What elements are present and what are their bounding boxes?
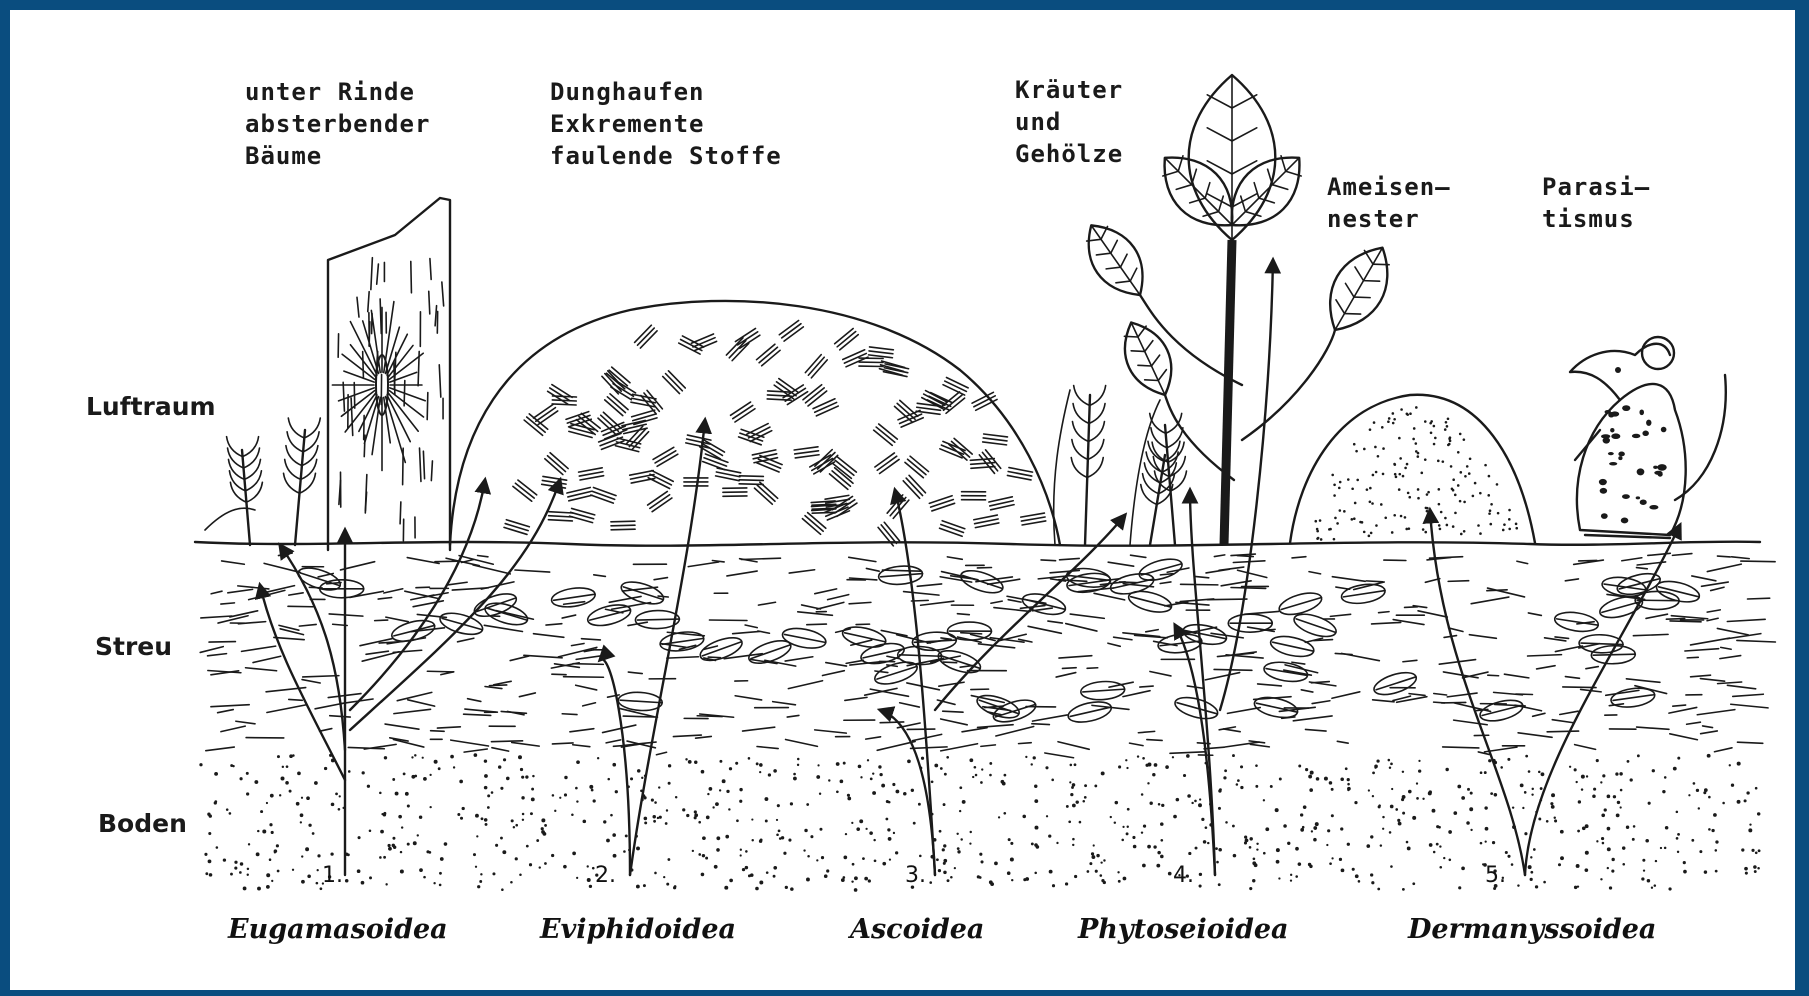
- taxon-name-2: Eviphidoidea: [539, 914, 736, 945]
- zone-label-air: Luftraum: [86, 392, 216, 421]
- taxon-number-1: 1.: [322, 863, 343, 888]
- caption-plants: Kräuter und Gehölze: [1015, 76, 1139, 168]
- taxon-group-4: 4. Phytoseioidea: [1077, 863, 1289, 945]
- ground-surface-line: [195, 542, 1760, 546]
- taxon-group-1: 1. Eugamasoidea: [227, 863, 448, 945]
- taxon-name-1: Eugamasoidea: [227, 914, 448, 945]
- caption-bark: unter Rinde absterbender Bäume: [245, 78, 446, 170]
- ant-nest: [1290, 395, 1535, 543]
- taxon-group-3: 3. Ascoidea: [847, 863, 984, 945]
- taxon-name-3: Ascoidea: [847, 914, 984, 945]
- dispersal-arrows: [260, 260, 1680, 875]
- diagram-frame: unter Rinde absterbender Bäume Dunghaufe…: [10, 10, 1795, 990]
- taxon-name-5: Dermanyssoidea: [1407, 914, 1656, 945]
- habitat-diagram: unter Rinde absterbender Bäume Dunghaufe…: [10, 10, 1795, 990]
- taxon-number-5: 5.: [1485, 863, 1506, 888]
- taxon-number-3: 3.: [905, 863, 926, 888]
- litter-layer: [200, 553, 1775, 758]
- mouse-host: [1570, 337, 1726, 538]
- dead-tree-trunk: [328, 198, 450, 550]
- zone-label-litter: Streu: [95, 632, 172, 661]
- taxon-name-4: Phytoseioidea: [1077, 914, 1289, 945]
- caption-dung: Dunghaufen Exkremente faulende Stoffe: [550, 78, 782, 170]
- caption-ants: Ameisen– nester: [1327, 173, 1466, 233]
- caption-parasit: Parasi– tismus: [1542, 173, 1666, 233]
- taxon-number-4: 4.: [1173, 863, 1194, 888]
- taxon-group-2: 2. Eviphidoidea: [539, 863, 736, 945]
- zone-label-soil: Boden: [98, 809, 187, 838]
- taxon-number-2: 2.: [595, 863, 616, 888]
- dung-heap: [450, 301, 1060, 546]
- taxon-group-5: 5. Dermanyssoidea: [1407, 863, 1656, 945]
